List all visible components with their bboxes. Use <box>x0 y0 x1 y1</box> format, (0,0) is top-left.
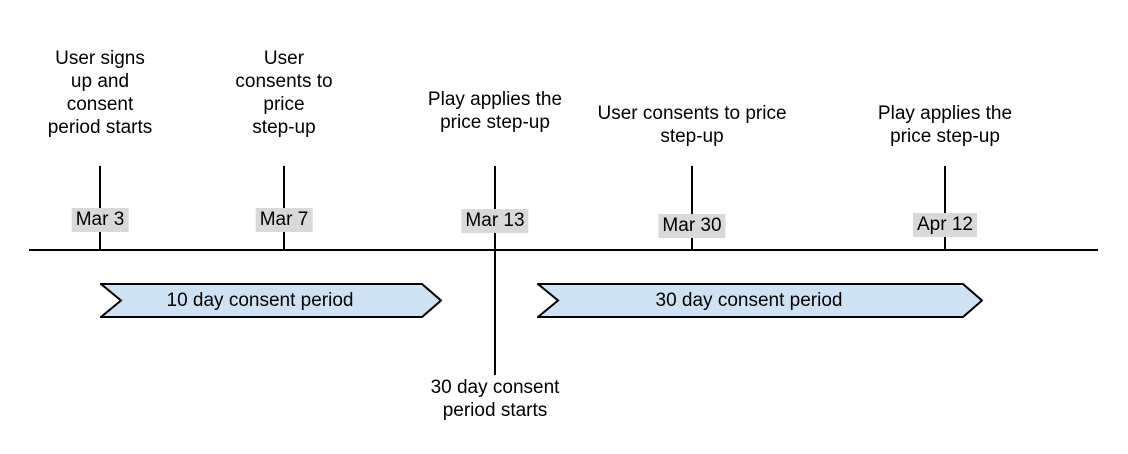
period-start-note: 30 day consent period starts <box>430 377 560 421</box>
event-tick-mar30 <box>691 166 693 250</box>
date-badge-mar7: Mar 7 <box>255 208 313 232</box>
period-banner-10-day: 10 day consent period <box>100 283 442 318</box>
event-label-mar7: User consents to price step-up <box>235 48 333 138</box>
period-banner-30-day: 30 day consent period <box>537 283 983 318</box>
date-badge-apr12: Apr 12 <box>913 213 977 237</box>
period-banner-shape <box>100 283 442 318</box>
timeline-axis <box>29 249 1098 251</box>
event-label-mar13: Play applies the price step-up <box>427 89 563 133</box>
date-badge-mar13: Mar 13 <box>461 209 529 233</box>
period-banner-shape <box>537 283 983 318</box>
period-banner-label-10-day: 10 day consent period <box>166 290 354 311</box>
event-tick-mar13 <box>494 166 496 375</box>
period-banner-label-30-day: 30 day consent period <box>655 290 843 311</box>
date-badge-mar30: Mar 30 <box>658 214 726 238</box>
event-tick-apr12 <box>944 166 946 250</box>
event-label-mar3: User signs up and consent period starts <box>47 48 153 138</box>
date-badge-mar3: Mar 3 <box>71 208 129 232</box>
event-label-mar30: User consents to price step-up <box>597 103 787 147</box>
event-label-apr12: Play applies the price step-up <box>877 103 1013 147</box>
